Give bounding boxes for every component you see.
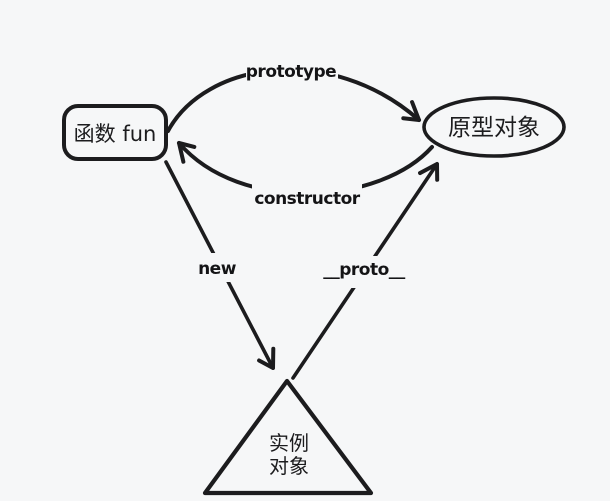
function-node-label: 函数 fun — [74, 122, 157, 146]
prototype-edge-label: prototype — [246, 62, 336, 82]
instance-object-label-line2: 对象 — [269, 454, 309, 478]
prototype-object-label: 原型对象 — [448, 115, 540, 141]
prototype-object-node: 原型对象 — [422, 96, 566, 158]
new-arrowhead-icon — [257, 346, 276, 370]
proto-edge-label: __proto__ — [323, 260, 406, 280]
instance-object-node: 实例 对象 — [202, 378, 374, 496]
new-label-mask — [197, 253, 238, 282]
constructor-edge-label: constructor — [254, 189, 360, 209]
constructor-arrowhead-icon — [177, 141, 197, 164]
constructor-label-mask — [252, 183, 362, 213]
proto-arrowhead-icon — [418, 162, 440, 182]
prototype-label-mask — [246, 56, 338, 84]
proto-label-mask — [307, 256, 421, 288]
new-edge-label: new — [198, 259, 237, 279]
prototype-object-ellipse — [422, 96, 566, 158]
instance-object-triangle — [202, 378, 374, 496]
function-node: 函数 fun — [62, 104, 168, 161]
prototype-arrowhead-icon — [401, 100, 421, 122]
instance-object-label-line1: 实例 — [269, 431, 309, 455]
function-node-box — [62, 104, 168, 161]
